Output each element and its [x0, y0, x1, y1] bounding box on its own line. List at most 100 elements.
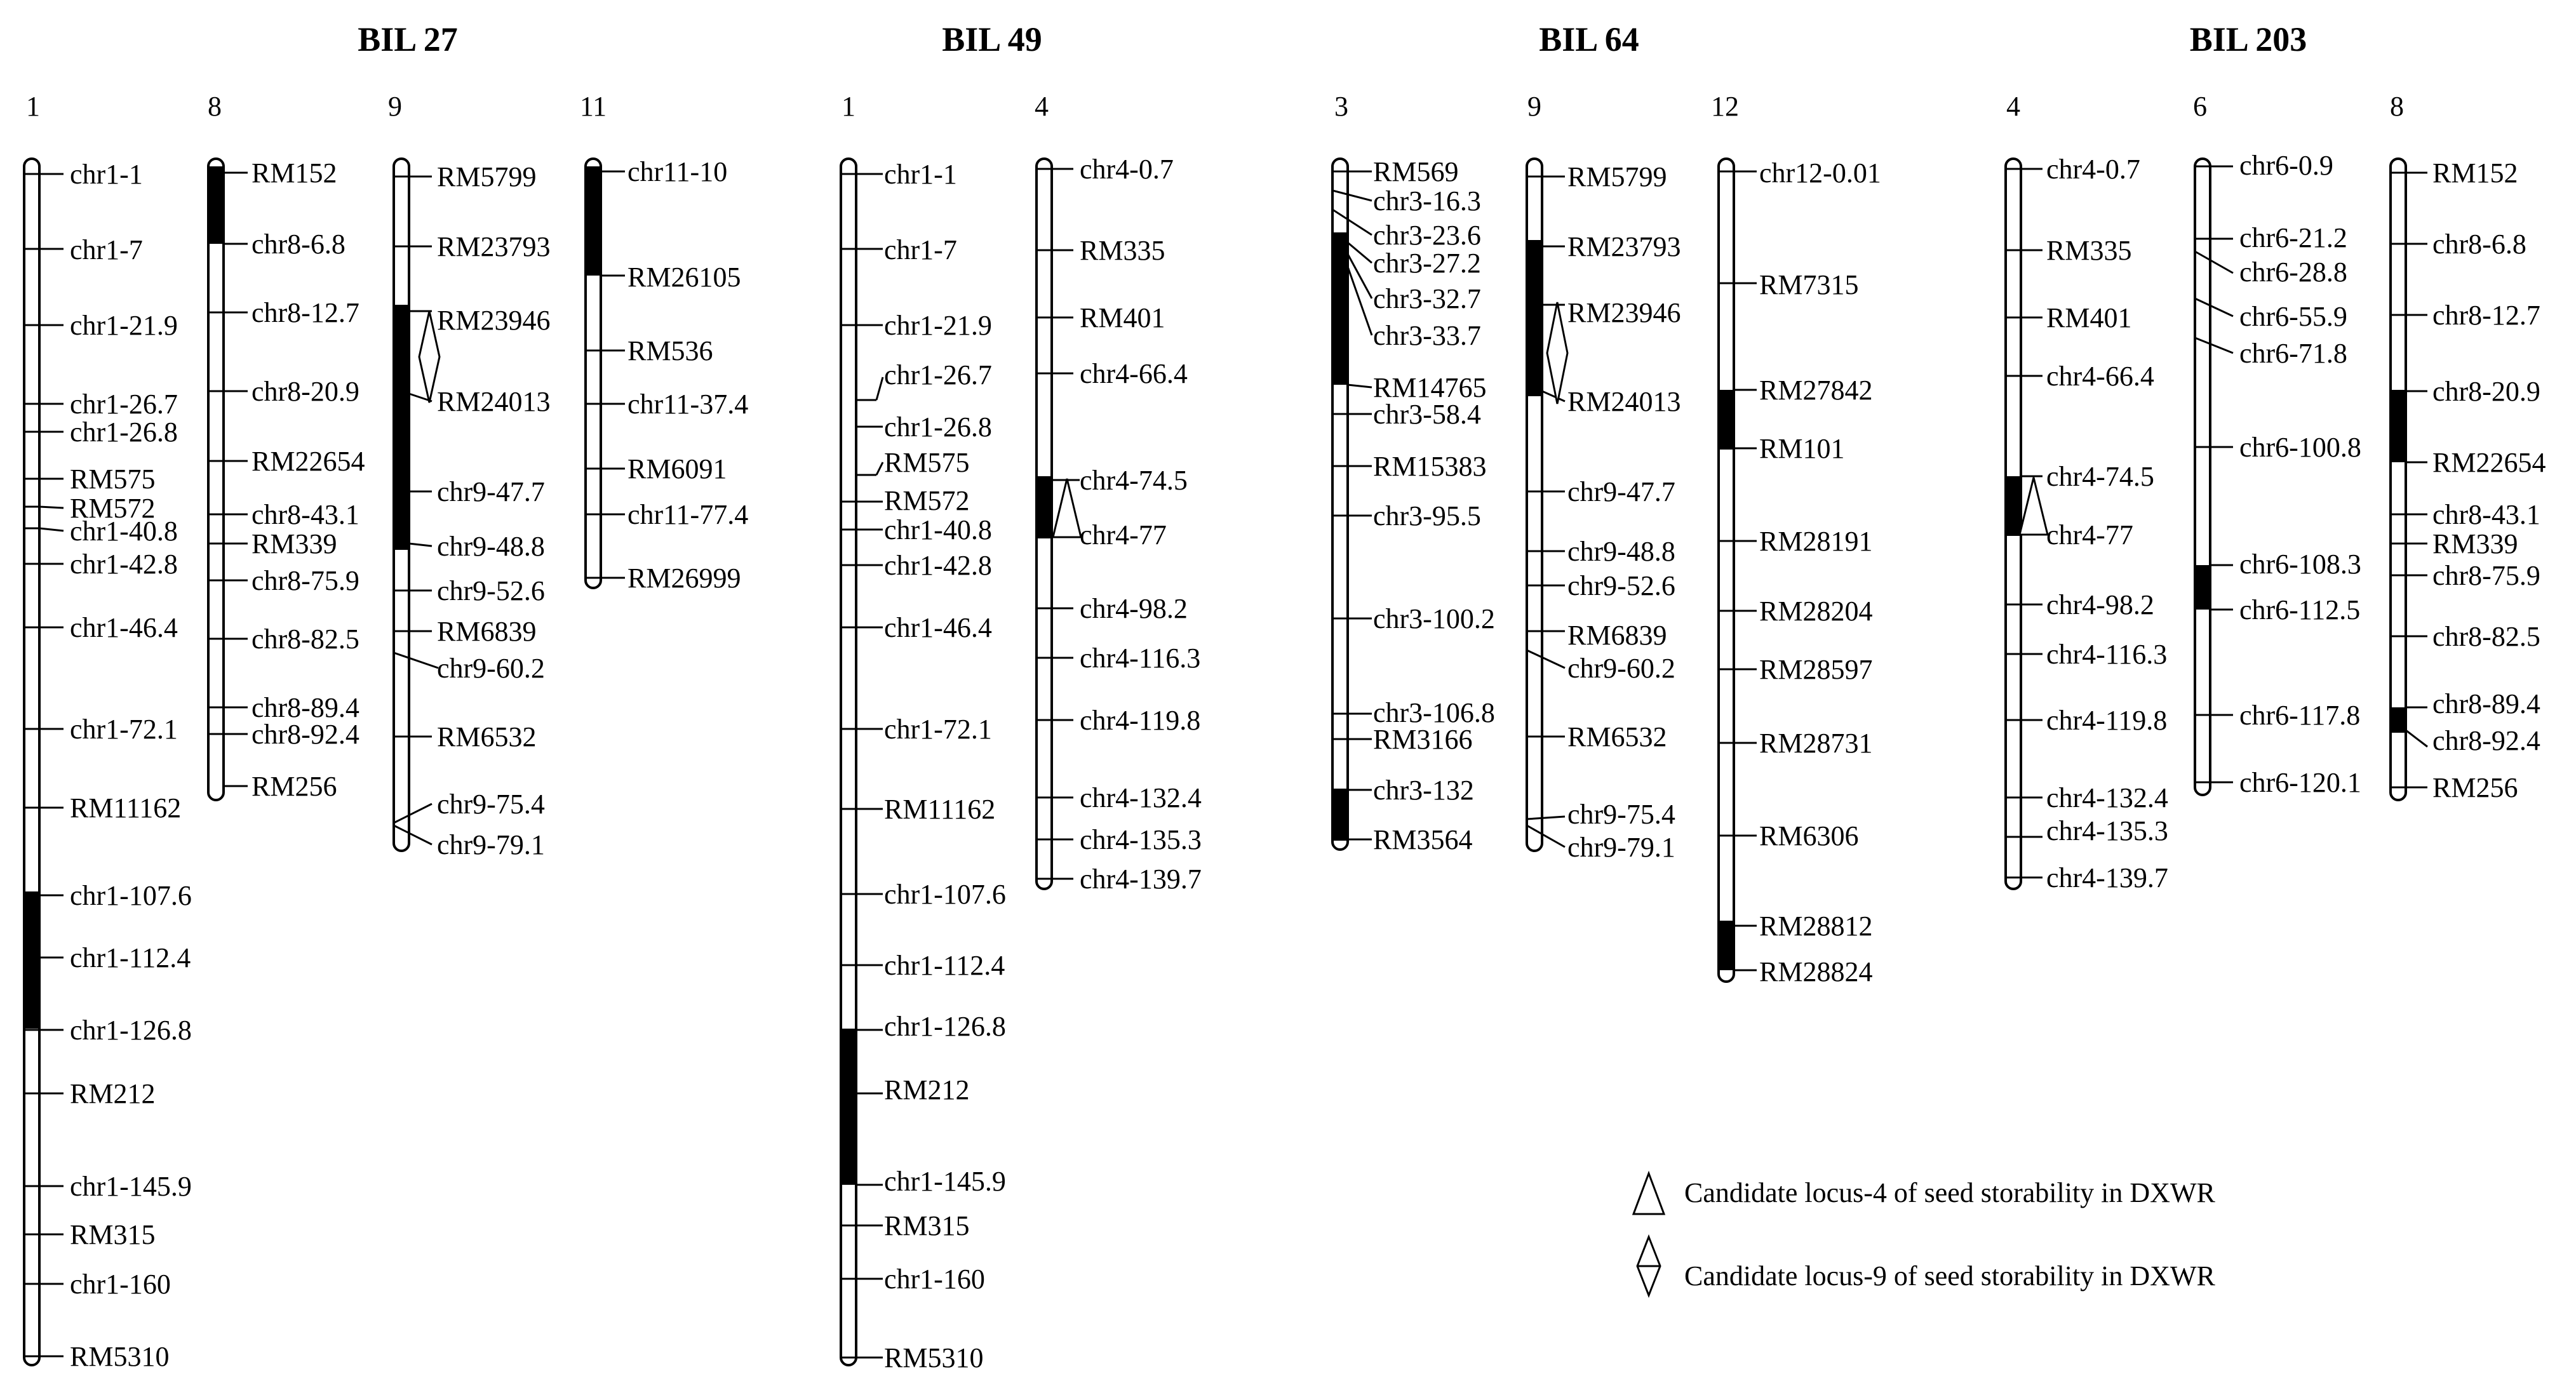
marker-label: chr1-126.8	[70, 1015, 192, 1046]
marker-label: RM575	[884, 447, 969, 478]
chromosome-number: 9	[388, 91, 402, 122]
marker-label: chr1-126.8	[884, 1011, 1006, 1042]
chromosome-bar	[2389, 157, 2407, 801]
marker-label: chr9-47.7	[437, 476, 545, 507]
chromosome-number: 1	[842, 91, 855, 122]
marker-label: chr1-160	[70, 1269, 171, 1300]
marker-label: RM256	[2432, 772, 2518, 803]
marker-label: chr8-43.1	[2432, 499, 2540, 530]
chromosome-bar	[1331, 157, 1349, 851]
marker-label: chr4-135.3	[2046, 815, 2168, 846]
marker-ticks	[24, 173, 64, 1358]
marker-label: chr9-48.8	[437, 531, 545, 562]
marker-label: RM26105	[627, 262, 741, 293]
marker-label: RM28597	[1759, 654, 1872, 685]
marker-label: chr1-7	[884, 234, 957, 265]
marker-label: chr3-58.4	[1373, 399, 1481, 430]
marker-label: chr4-116.3	[2046, 639, 2167, 670]
marker-label: RM11162	[70, 792, 181, 824]
marker-label: chr3-27.2	[1373, 248, 1481, 279]
chromosome-number: 4	[1035, 91, 1049, 122]
chromosome-number: 9	[1527, 91, 1541, 122]
marker-label: RM11162	[884, 794, 995, 825]
marker-label: chr8-12.7	[252, 297, 359, 328]
marker-label: chr11-10	[627, 156, 727, 187]
chromosome-number: 3	[1334, 91, 1348, 122]
marker-labels: RM152 chr8-6.8 chr8-12.7 chr8-20.9 RM226…	[252, 157, 365, 802]
marker-label: RM6839	[1567, 620, 1667, 651]
marker-label: RM152	[252, 157, 337, 189]
marker-label: chr6-55.9	[2239, 301, 2347, 332]
chromosome-bar	[1717, 157, 1735, 983]
marker-label: RM212	[70, 1078, 155, 1109]
marker-label: chr9-48.8	[1567, 536, 1675, 567]
marker-label: chr9-75.4	[1567, 799, 1675, 830]
marker-labels: chr11-10 RM26105 RM536 chr11-37.4 RM6091…	[627, 156, 748, 594]
marker-label: RM6839	[437, 616, 536, 647]
chromosome-number: 1	[26, 91, 40, 122]
marker-label: chr4-132.4	[1080, 782, 1202, 813]
marker-label: chr8-43.1	[252, 499, 359, 530]
marker-label: RM24013	[1567, 386, 1680, 417]
marker-label: chr3-132	[1373, 775, 1474, 806]
marker-ticks	[841, 173, 884, 1359]
marker-label: chr6-108.3	[2239, 549, 2361, 580]
marker-label: RM23793	[1567, 231, 1680, 262]
marker-label: RM28824	[1759, 956, 1872, 987]
marker-labels: RM569 chr3-16.3 chr3-23.6 chr3-27.2 chr3…	[1373, 156, 1495, 855]
chromosome-bar	[1526, 157, 1543, 852]
marker-label: chr11-77.4	[627, 499, 748, 530]
marker-label: RM6091	[627, 453, 727, 484]
marker-label: chr6-28.8	[2239, 257, 2347, 288]
marker-label: chr4-0.7	[1080, 154, 1174, 185]
marker-label: chr8-20.9	[252, 376, 359, 407]
marker-label: chr3-95.5	[1373, 500, 1481, 531]
marker-label: RM28812	[1759, 911, 1872, 942]
marker-label: RM256	[252, 771, 337, 802]
marker-label: chr8-82.5	[2432, 621, 2540, 652]
marker-label: chr6-0.9	[2239, 150, 2333, 181]
marker-label: chr8-75.9	[2432, 560, 2540, 591]
marker-label: chr1-46.4	[884, 612, 992, 643]
marker-label: chr3-100.2	[1373, 603, 1495, 634]
marker-label: RM401	[1080, 302, 1165, 333]
marker-ticks	[2391, 171, 2428, 789]
marker-label: RM315	[884, 1210, 969, 1241]
marker-label: chr1-26.7	[70, 389, 178, 420]
marker-label: chr1-72.1	[70, 714, 178, 745]
marker-label: chr4-74.5	[1080, 465, 1188, 496]
marker-label: chr1-40.8	[884, 514, 992, 545]
marker-label: chr6-21.2	[2239, 222, 2347, 253]
marker-label: chr8-20.9	[2432, 376, 2540, 407]
marker-label: chr8-6.8	[252, 229, 345, 260]
marker-label: RM23946	[437, 305, 550, 336]
chromosome-number: 6	[2193, 91, 2207, 122]
marker-label: RM575	[70, 464, 155, 495]
chromosome-bar	[207, 157, 225, 801]
marker-label: chr4-77	[1080, 519, 1167, 551]
marker-label: chr8-89.4	[2432, 688, 2540, 719]
marker-label: RM28204	[1759, 596, 1872, 627]
marker-label: chr4-66.4	[1080, 358, 1188, 389]
marker-label: RM572	[70, 493, 155, 524]
marker-label: chr1-26.8	[884, 411, 992, 443]
chromosome-bar	[23, 157, 41, 1366]
marker-label: chr3-16.3	[1373, 185, 1481, 217]
chromosome-bar	[392, 157, 410, 852]
marker-labels: chr6-0.9 chr6-21.2 chr6-28.8 chr6-55.9 c…	[2239, 150, 2361, 798]
marker-label: chr1-107.6	[884, 879, 1006, 910]
marker-label: RM6532	[437, 721, 536, 752]
marker-label: chr4-98.2	[1080, 593, 1188, 624]
marker-label: RM22654	[252, 446, 365, 477]
locus-4-triangle-marker	[2018, 477, 2049, 536]
marker-label: chr1-26.7	[884, 359, 992, 390]
chromosome-bar	[2004, 157, 2022, 890]
marker-label: chr4-66.4	[2046, 361, 2154, 392]
marker-ticks	[1526, 175, 1566, 848]
marker-label: chr8-89.4	[252, 692, 359, 723]
marker-label: chr9-75.4	[437, 789, 545, 820]
marker-label: RM5799	[437, 161, 536, 192]
chromosome-bar	[2194, 157, 2211, 796]
group-title-bil27: BIL 27	[358, 20, 458, 58]
